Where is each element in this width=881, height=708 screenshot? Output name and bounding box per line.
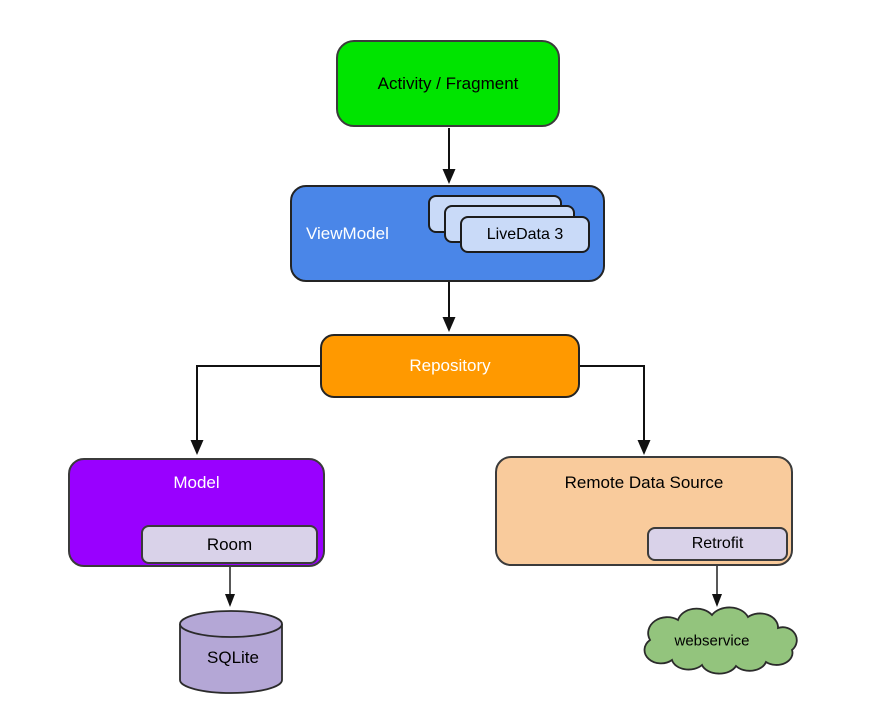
activity-fragment-label: Activity / Fragment — [377, 73, 519, 93]
remote-data-source-label: Remote Data Source — [564, 473, 724, 492]
edge-repository-model-arrowhead — [190, 440, 204, 455]
livedata-card-front: LiveData 3 — [460, 216, 590, 253]
repository-label: Repository — [409, 356, 491, 375]
retrofit-label: Retrofit — [691, 535, 744, 552]
viewmodel-label: ViewModel — [306, 223, 389, 243]
model-label: Model — [173, 473, 220, 492]
edge-viewmodel-repository-arrowhead — [442, 317, 456, 332]
sqlite-label: SQLite — [207, 648, 259, 667]
node-room: Room — [141, 525, 318, 564]
node-retrofit: Retrofit — [647, 527, 788, 561]
room-label: Room — [206, 534, 253, 554]
node-activity-fragment: Activity / Fragment — [336, 40, 560, 127]
sqlite-cylinder-top — [179, 610, 283, 638]
edge-repository-remote-line — [580, 365, 645, 441]
livedata-label: LiveData 3 — [486, 225, 564, 243]
webservice-label: webservice — [674, 632, 750, 650]
edge-repository-model-line — [196, 365, 320, 441]
edge-activity-viewmodel-arrowhead — [442, 169, 456, 184]
edge-retrofit-webservice-arrowhead — [712, 594, 722, 607]
edge-repository-remote-arrowhead — [637, 440, 651, 455]
node-repository: Repository — [320, 334, 580, 398]
edge-room-sqlite-arrowhead — [225, 594, 235, 607]
